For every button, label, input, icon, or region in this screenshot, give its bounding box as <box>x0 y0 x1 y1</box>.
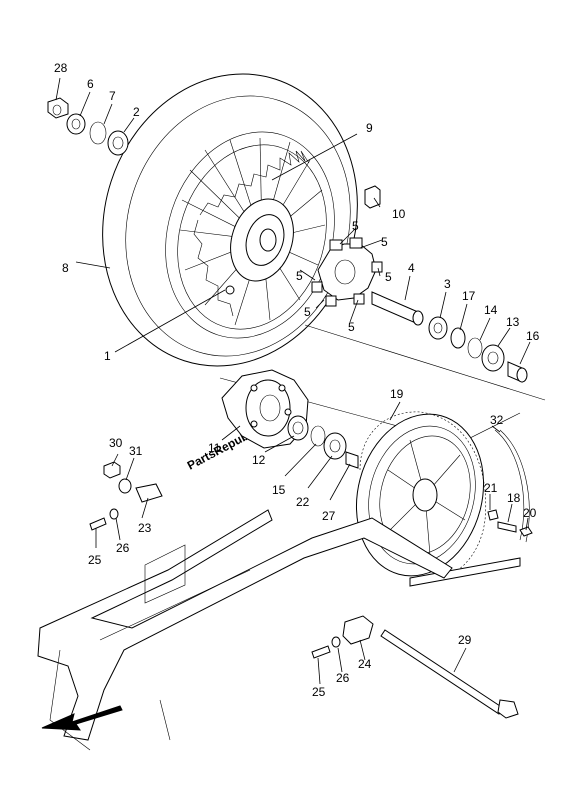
bearing-part-3 <box>428 316 448 340</box>
callout-12: 12 <box>252 453 266 467</box>
bearing-part-2 <box>107 130 129 156</box>
callout-3: 3 <box>444 277 451 291</box>
callout-6: 6 <box>87 77 94 91</box>
callout-5-c: 5 <box>385 270 392 284</box>
nut-part-20 <box>519 526 533 537</box>
bearing-part-12 <box>287 415 309 441</box>
washer-part-26a <box>109 508 119 520</box>
callout-31: 31 <box>129 444 143 458</box>
callout-22: 22 <box>296 495 310 509</box>
bearing-part-17 <box>450 327 466 349</box>
callout-15: 15 <box>272 483 286 497</box>
callout-13: 13 <box>506 315 520 329</box>
callout-30: 30 <box>109 436 123 450</box>
bolt-part-25b <box>311 645 331 659</box>
callout-26-b: 26 <box>336 671 350 685</box>
callout-27: 27 <box>322 509 336 523</box>
callout-19: 19 <box>390 387 404 401</box>
chain-adjuster-right <box>311 615 374 659</box>
callout-32: 32 <box>490 413 504 427</box>
nut-part-21 <box>487 509 499 521</box>
hub-part-11 <box>221 369 309 449</box>
oil-seal-part-6 <box>66 113 86 135</box>
callout-24: 24 <box>358 657 372 671</box>
callout-21: 21 <box>484 481 498 495</box>
swingarm <box>37 509 453 751</box>
callout-26-a: 26 <box>116 541 130 555</box>
callout-14: 14 <box>484 303 498 317</box>
callout-7: 7 <box>109 89 116 103</box>
washer-part-26b <box>331 636 341 648</box>
callout-16: 16 <box>526 329 540 343</box>
callout-17: 17 <box>462 289 476 303</box>
callout-23: 23 <box>138 521 152 535</box>
callout-1: 1 <box>104 349 111 363</box>
oil-seal-part-13 <box>481 344 505 372</box>
callout-4: 4 <box>408 261 415 275</box>
circlip-part-15 <box>310 425 326 447</box>
callout-20: 20 <box>523 506 537 520</box>
belt-guard-part-32 <box>409 429 530 587</box>
plate-part-24 <box>342 615 374 645</box>
oil-seal-part-22 <box>323 432 347 460</box>
collar-part-4 <box>371 291 424 326</box>
collar-part-16 <box>507 361 528 383</box>
collar-part-27 <box>345 451 359 469</box>
collar-part-28 <box>47 97 69 119</box>
circlip-part-14 <box>467 337 483 359</box>
chain-adjuster-left <box>89 461 163 531</box>
circlip-part-7 <box>89 121 107 145</box>
callout-2: 2 <box>133 105 140 119</box>
bolt-part-18 <box>497 521 517 533</box>
nut-part-30 <box>103 461 121 479</box>
callout-5-f: 5 <box>348 320 355 334</box>
wheel-damper-part-5 <box>311 237 383 307</box>
leader-lines <box>55 77 531 685</box>
callout-11: 11 <box>208 441 221 455</box>
callout-5-b: 5 <box>381 235 388 249</box>
adjuster-parts <box>487 509 533 537</box>
callout-5-a: 5 <box>352 219 359 233</box>
callout-9: 9 <box>366 121 373 135</box>
front-direction-arrow <box>41 705 123 731</box>
bolt-part-25a <box>89 517 107 531</box>
clip-part-10 <box>364 185 381 209</box>
callout-18: 18 <box>507 491 521 505</box>
callout-28: 28 <box>54 61 68 75</box>
rear-wheel-part-9 <box>165 131 335 339</box>
callout-5-d: 5 <box>296 269 303 283</box>
callout-25-a: 25 <box>88 553 102 567</box>
washer-part-31 <box>118 478 132 494</box>
bracket-part-23 <box>135 483 163 503</box>
callout-5-e: 5 <box>304 305 311 319</box>
callout-25-b: 25 <box>312 685 326 699</box>
axle-part-29 <box>380 629 519 719</box>
callout-10: 10 <box>392 207 406 221</box>
callout-29: 29 <box>458 633 472 647</box>
callout-8: 8 <box>62 261 69 275</box>
bearing-stack-left <box>47 97 129 156</box>
callout-labels: 28 6 7 2 9 10 8 5 5 5 5 5 5 4 3 17 14 13… <box>54 61 540 699</box>
